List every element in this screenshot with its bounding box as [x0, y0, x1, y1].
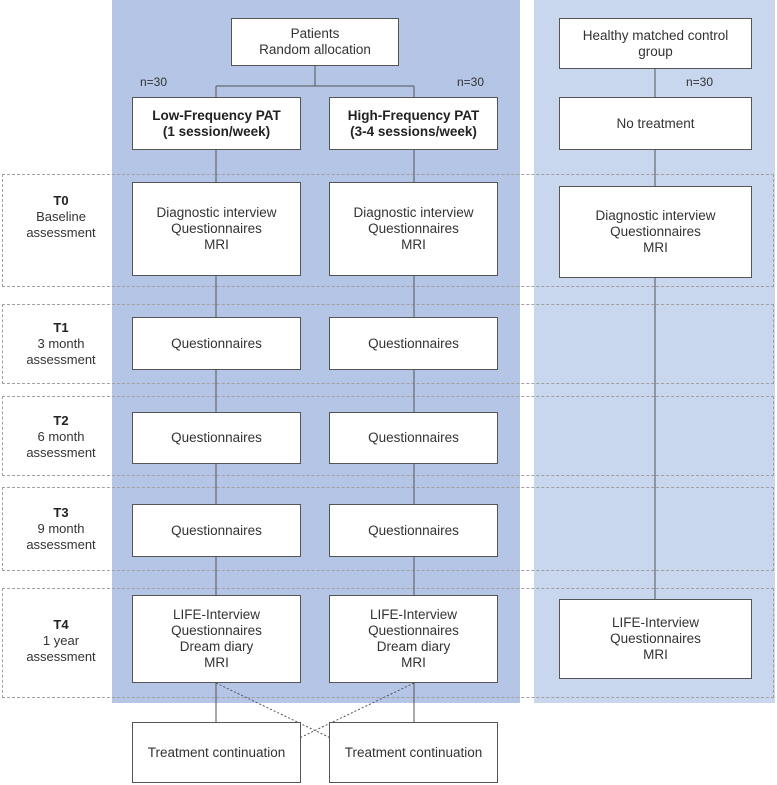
phase-line1: 1 year — [42, 633, 80, 648]
continuation-label: Treatment continuation — [344, 744, 483, 760]
no-treatment-box: No treatment — [559, 97, 752, 150]
t4-low-box: LIFE-Interview Questionnaires Dream diar… — [132, 595, 301, 683]
t2-item: Questionnaires — [368, 430, 459, 445]
phase-band-t0 — [2, 174, 774, 287]
phase-label-t4: T4 1 year assessment — [14, 617, 108, 665]
control-subtitle: group — [638, 43, 673, 59]
phase-line2: assessment — [26, 649, 96, 664]
t4-high-box: LIFE-Interview Questionnaires Dream diar… — [329, 595, 498, 683]
phase-label-t1: T1 3 month assessment — [14, 320, 108, 368]
phase-code: T1 — [53, 320, 69, 335]
phase-line2: assessment — [26, 537, 96, 552]
phase-code: T3 — [53, 505, 69, 520]
t1-item: Questionnaires — [171, 335, 262, 351]
continuation-label: Treatment continuation — [147, 744, 286, 760]
phase-line1: 3 month — [37, 336, 85, 351]
low-arm-title: Low-Frequency PAT — [152, 107, 281, 123]
t3-high-box: Questionnaires — [329, 504, 498, 557]
t2-high-box: Questionnaires — [329, 412, 498, 464]
high-arm-subtitle: (3-4 sessions/week) — [350, 123, 477, 139]
t0-control-box: Diagnostic interview Questionnaires MRI — [559, 186, 752, 278]
t0-item: MRI — [643, 240, 668, 255]
t4-item: LIFE-Interview — [369, 607, 458, 622]
t1-low-box: Questionnaires — [132, 317, 301, 370]
t4-item: MRI — [204, 655, 229, 670]
phase-line2: assessment — [26, 225, 96, 240]
t1-item: Questionnaires — [368, 335, 459, 351]
treatment-continuation-high-box: Treatment continuation — [329, 722, 498, 783]
phase-label-t2: T2 6 month assessment — [14, 413, 108, 461]
patients-box: Patients Random allocation — [231, 18, 399, 66]
phase-line1: 6 month — [37, 429, 85, 444]
control-title: Healthy matched control — [582, 27, 729, 43]
control-group-box: Healthy matched control group — [559, 18, 752, 69]
phase-line1: 9 month — [37, 521, 85, 536]
t4-item: MRI — [643, 647, 668, 662]
t4-item: Questionnaires — [171, 623, 262, 638]
t0-item: MRI — [401, 237, 426, 252]
t0-item: Questionnaires — [171, 221, 262, 236]
n-label-low: n=30 — [140, 75, 168, 89]
t4-item: Questionnaires — [368, 623, 459, 638]
t4-item: LIFE-Interview — [172, 607, 261, 622]
phase-band-t1 — [2, 304, 774, 384]
t3-low-box: Questionnaires — [132, 504, 301, 557]
phase-code: T0 — [53, 193, 69, 208]
t4-item: Questionnaires — [610, 631, 701, 646]
t2-low-box: Questionnaires — [132, 412, 301, 464]
t0-high-box: Diagnostic interview Questionnaires MRI — [329, 182, 498, 276]
t0-item: Diagnostic interview — [353, 205, 474, 220]
no-treatment-label: No treatment — [616, 115, 695, 131]
t0-item: Questionnaires — [610, 224, 701, 239]
t0-item: Diagnostic interview — [595, 208, 716, 223]
t4-item: LIFE-Interview — [611, 615, 700, 630]
n-label-control: n=30 — [686, 75, 714, 89]
t4-item: MRI — [401, 655, 426, 670]
t3-item: Questionnaires — [368, 522, 459, 538]
treatment-continuation-low-box: Treatment continuation — [132, 722, 301, 783]
t0-item: MRI — [204, 237, 229, 252]
phase-code: T2 — [53, 413, 69, 428]
t4-control-box: LIFE-Interview Questionnaires MRI — [559, 599, 752, 679]
t4-item: Dream diary — [376, 639, 451, 654]
crossover-high-low — [215, 682, 415, 779]
phase-label-t0: T0 Baseline assessment — [14, 193, 108, 241]
phase-label-t3: T3 9 month assessment — [14, 505, 108, 553]
high-frequency-arm-box: High-Frequency PAT (3-4 sessions/week) — [329, 97, 498, 150]
t0-low-box: Diagnostic interview Questionnaires MRI — [132, 182, 301, 276]
low-frequency-arm-box: Low-Frequency PAT (1 session/week) — [132, 97, 301, 150]
t4-item: Dream diary — [179, 639, 254, 654]
t3-item: Questionnaires — [171, 522, 262, 538]
phase-line1: Baseline — [36, 209, 86, 224]
phase-line2: assessment — [26, 445, 96, 460]
t1-high-box: Questionnaires — [329, 317, 498, 370]
patients-title: Patients — [290, 26, 340, 41]
t0-item: Diagnostic interview — [156, 205, 277, 220]
t0-item: Questionnaires — [368, 221, 459, 236]
phase-band-t4 — [2, 588, 774, 698]
n-label-high: n=30 — [457, 75, 485, 89]
phase-band-t2 — [2, 396, 774, 476]
low-arm-subtitle: (1 session/week) — [162, 123, 271, 139]
phase-line2: assessment — [26, 352, 96, 367]
phase-band-t3 — [2, 487, 774, 571]
high-arm-title: High-Frequency PAT — [347, 107, 480, 123]
patients-subtitle: Random allocation — [259, 42, 371, 57]
phase-code: T4 — [53, 617, 69, 632]
t2-item: Questionnaires — [171, 430, 262, 445]
